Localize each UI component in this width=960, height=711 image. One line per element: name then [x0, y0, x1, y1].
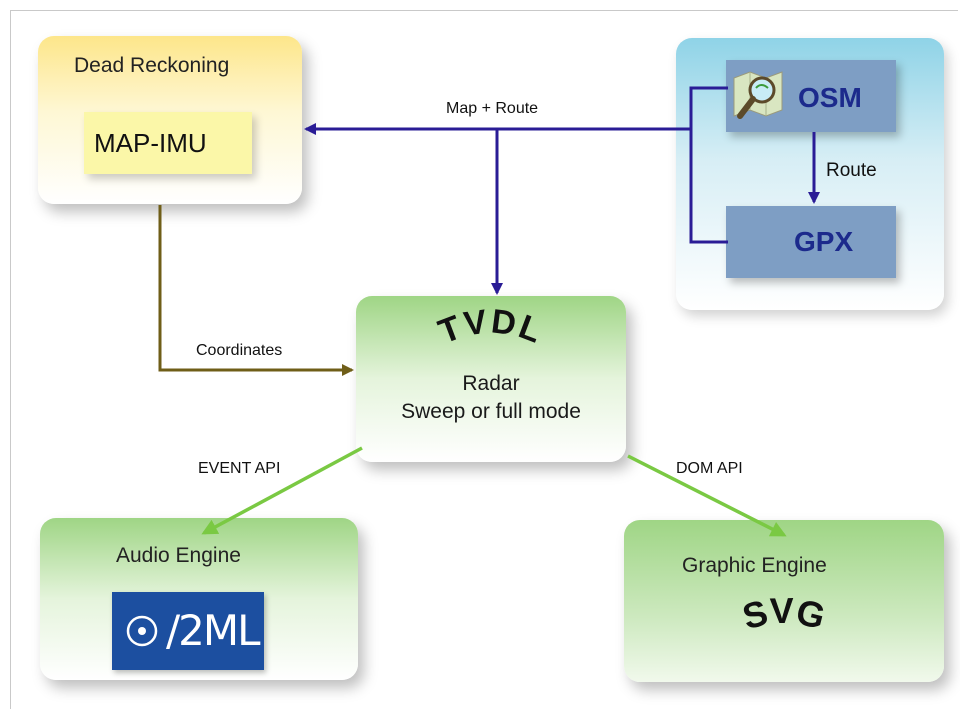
graphic-engine-title: Graphic Engine [682, 554, 827, 577]
sweep-mode-label: Sweep or full mode [401, 400, 581, 423]
event-api-arrow [201, 446, 363, 535]
map-imu-box: MAP-IMU [84, 112, 252, 174]
osm-box: OSM [726, 60, 896, 132]
coordinates-label: Coordinates [196, 342, 283, 359]
gpx-box: GPX [726, 206, 896, 278]
tvdl-radar-panel: TVDL Radar Sweep or full mode [356, 296, 626, 462]
a2ml-logo: /2ML [112, 592, 264, 670]
audio-engine-panel: Audio Engine /2ML [40, 518, 358, 680]
dom-api-label: DOM API [676, 460, 743, 477]
svg-text:SVG: SVG [738, 590, 829, 637]
tvdl-logo: TVDL [434, 304, 547, 351]
osm-gpx-bracket [689, 86, 728, 244]
svg-logo-text: SVG [738, 590, 829, 637]
magnifier-map-icon [733, 71, 783, 119]
dead-reckoning-panel: Dead Reckoning MAP-IMU [38, 36, 302, 204]
gpx-label: GPX [794, 226, 854, 257]
dom-api-arrow [627, 454, 787, 537]
osm-gpx-panel: OSM GPX [676, 38, 944, 310]
map-route-label: Map + Route [446, 100, 539, 117]
speaker-dot-icon [126, 615, 158, 647]
a2ml-logo-text: /2ML [166, 606, 261, 655]
dead-reckoning-title: Dead Reckoning [74, 54, 230, 77]
coordinates-arrow [158, 205, 354, 376]
svg-logo: SVG [738, 590, 829, 637]
route-label: Route [826, 160, 877, 181]
audio-engine-title: Audio Engine [116, 544, 241, 567]
graphic-engine-panel: Graphic Engine SVG [624, 520, 944, 682]
event-api-label: EVENT API [198, 460, 281, 477]
osm-label: OSM [798, 82, 862, 113]
diagram-frame [10, 10, 958, 709]
radar-label: Radar [462, 372, 520, 395]
